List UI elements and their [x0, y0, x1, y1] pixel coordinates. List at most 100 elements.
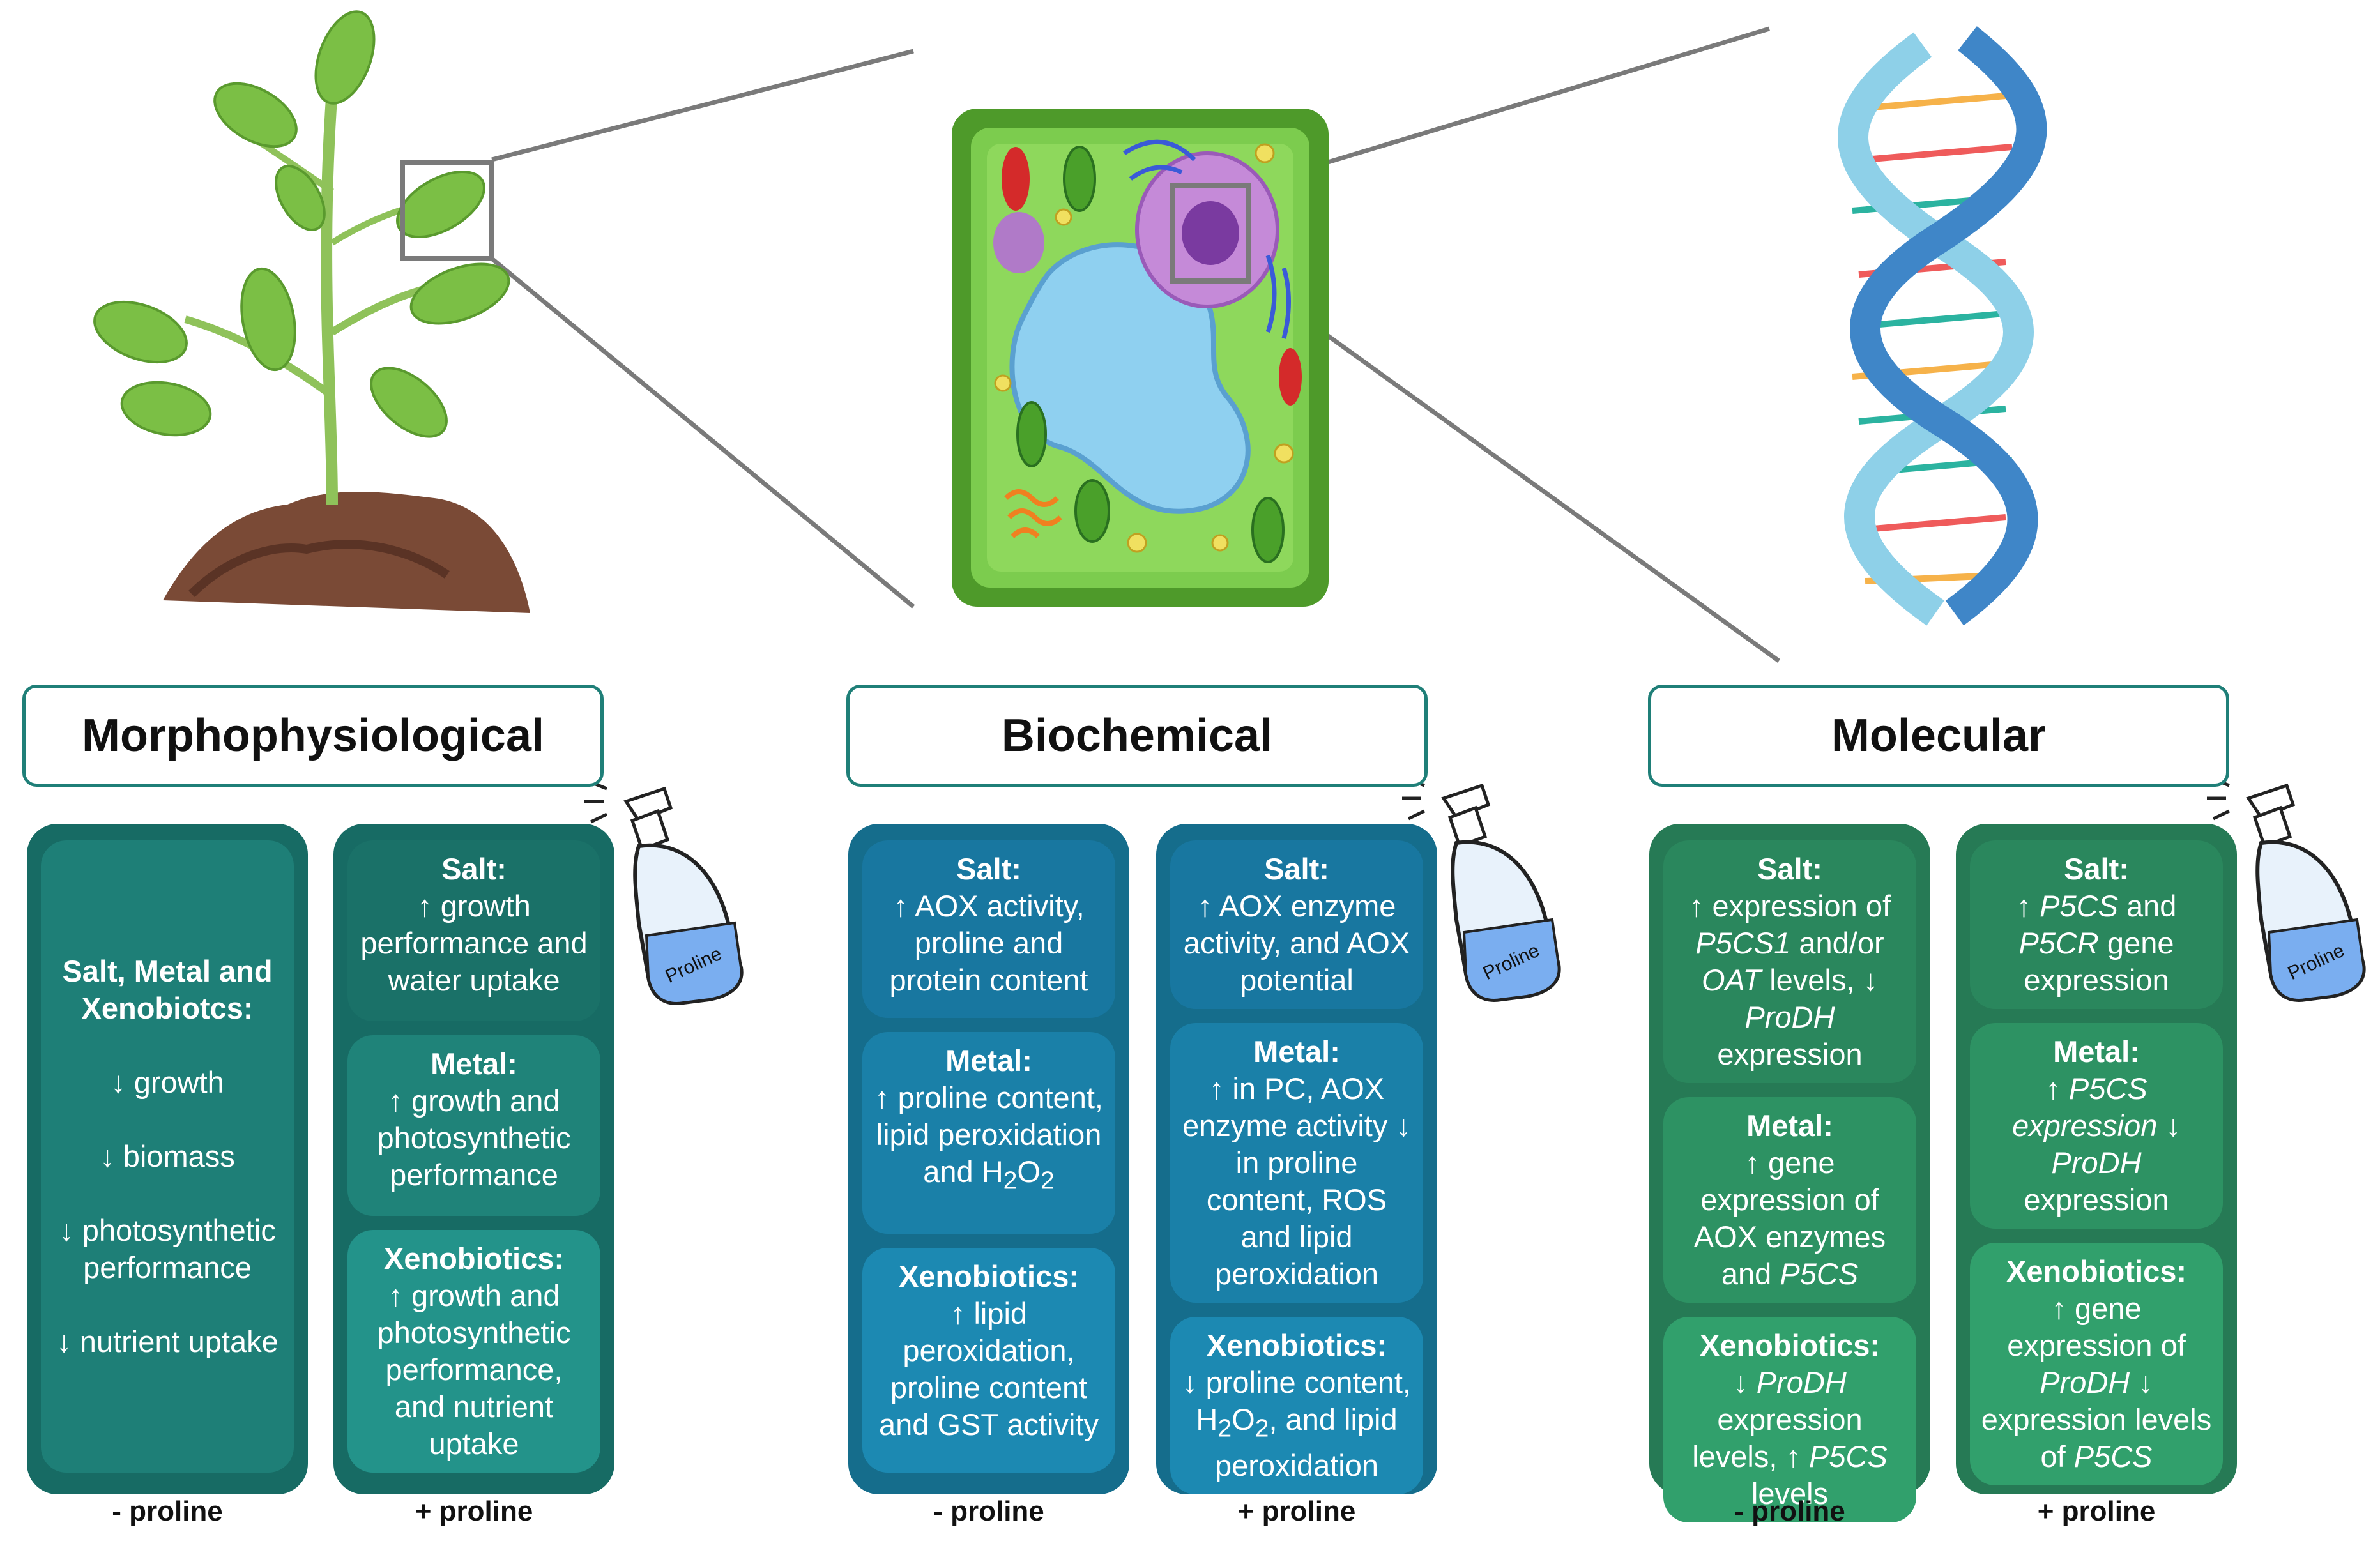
mol-minus-column: Salt: ↑ expression of P5CS1 and/or OAT l… [1649, 824, 1930, 1522]
box-title: Xenobiotics: [383, 1241, 565, 1275]
label-minus-proline: - proline [933, 1496, 1044, 1527]
box-text: expression levels, ↑ [1692, 1402, 1863, 1473]
spray-bottle-icon: Proline [584, 780, 744, 1005]
box-text: ↑ [2016, 889, 2040, 923]
box-text: ↑ AOX enzyme activity, and AOX potential [1183, 889, 1410, 997]
plant-illustration [93, 10, 530, 613]
box-text: levels [1751, 1476, 1829, 1510]
mol-plus-xenobiotics: Xenobiotics: ↑ gene expression of ProDH … [1970, 1243, 2223, 1485]
morpho-plus-xenobiotics: Xenobiotics: ↑ growth and photosynthetic… [347, 1230, 600, 1473]
zoom-lines [490, 26, 1781, 663]
morpho-minus-box: Salt, Metal and Xenobiotcs: ↓ growth ↓ b… [41, 840, 294, 1473]
box-text: ↑ [2045, 1072, 2069, 1105]
label-plus-proline: + proline [415, 1496, 533, 1527]
box-text: ↓ [1733, 1365, 1757, 1399]
box-title: Xenobiotics: [1699, 1328, 1880, 1362]
box-text: expression [1717, 1037, 1863, 1071]
box-title: Salt: [1264, 852, 1329, 886]
header-molecular: Molecular [1648, 685, 2229, 787]
gene-name: P5CS1 [1695, 926, 1791, 960]
morpho-minus-heading: Salt, Metal and Xenobiotcs: [62, 954, 273, 1025]
box-text: ↑ gene expression of AOX enzymes and [1693, 1146, 1886, 1291]
box-text: and/or [1790, 926, 1884, 960]
header-biochemical: Biochemical [846, 685, 1428, 787]
spray-bottle-icon: Proline [1402, 777, 1561, 1002]
mol-minus-metal: Metal: ↑ gene expression of AOX enzymes … [1663, 1097, 1916, 1303]
box-text: ↓ expression levels of [1981, 1365, 2212, 1473]
label-minus-proline: - proline [1734, 1496, 1845, 1527]
box-text: O [1017, 1155, 1041, 1189]
box-text: ↑ growth and photosynthetic performance,… [377, 1279, 571, 1461]
bio-minus-salt: Salt: ↑ AOX activity, proline and protei… [862, 840, 1115, 1019]
mol-minus-salt: Salt: ↑ expression of P5CS1 and/or OAT l… [1663, 840, 1916, 1083]
box-text: levels, ↓ [1761, 963, 1878, 997]
label-minus-proline: - proline [112, 1496, 223, 1527]
box-title: Salt: [2064, 852, 2129, 886]
box-text: ↓ [2157, 1109, 2181, 1142]
box-title: Xenobiotics: [898, 1259, 1079, 1293]
box-text: ↑ growth and photosynthetic performance [377, 1084, 571, 1192]
box-title: Salt: [1757, 852, 1822, 886]
mol-plus-metal: Metal: ↑ P5CS expression ↓ ProDH express… [1970, 1023, 2223, 1229]
box-text: ↑ in PC, AOX enzyme activity ↓ in prolin… [1182, 1072, 1411, 1291]
box-title: Metal: [945, 1043, 1032, 1078]
morpho-minus-item: ↓ growth [111, 1065, 224, 1099]
gene-name: ProDH [2040, 1365, 2130, 1399]
box-text: ↑ expression of [1688, 889, 1891, 923]
gene-name: P5CS expression [2012, 1072, 2158, 1142]
morpho-plus-metal: Metal: ↑ growth and photosynthetic perfo… [347, 1035, 600, 1216]
label-plus-proline: + proline [2037, 1496, 2156, 1527]
box-title: Metal: [2053, 1035, 2140, 1068]
gene-name: ProDH [1744, 1000, 1835, 1034]
box-title: Salt: [956, 852, 1021, 886]
box-text: ↑ growth performance and water uptake [360, 889, 588, 997]
morpho-minus-item: ↓ photosynthetic performance [59, 1213, 276, 1284]
bio-plus-salt: Salt: ↑ AOX enzyme activity, and AOX pot… [1170, 840, 1423, 1009]
gene-name: P5CR [2018, 926, 2099, 960]
gene-name: ProDH [2051, 1146, 2142, 1180]
subscript: 2 [1003, 1167, 1018, 1195]
morpho-minus-item: ↓ biomass [100, 1139, 235, 1173]
gene-name: P5CS [1780, 1257, 1859, 1291]
box-text: O [1232, 1402, 1255, 1436]
gene-name: OAT [1702, 963, 1762, 997]
plant-cell-illustration [952, 109, 1329, 607]
mol-plus-salt: Salt: ↑ P5CS and P5CR gene expression [1970, 840, 2223, 1009]
header-morphophysiological: Morphophysiological [22, 685, 604, 787]
box-text: ↑ AOX activity, proline and protein cont… [889, 889, 1088, 997]
box-title: Xenobiotics: [2006, 1254, 2187, 1288]
bio-minus-column: Salt: ↑ AOX activity, proline and protei… [848, 824, 1129, 1494]
box-title: Salt: [441, 852, 507, 886]
box-text: gene expression [2024, 926, 2174, 997]
box-text: ↑ gene expression of [2007, 1291, 2186, 1362]
box-text: ↑ proline content, lipid peroxidation an… [874, 1081, 1103, 1189]
mol-plus-column: Salt: ↑ P5CS and P5CR gene expression Me… [1956, 824, 2237, 1494]
gene-name: P5CS [1809, 1439, 1888, 1473]
bio-plus-xenobiotics: Xenobiotics: ↓ proline content, H2O2, an… [1170, 1317, 1423, 1495]
morpho-plus-salt: Salt: ↑ growth performance and water upt… [347, 840, 600, 1021]
box-text: , and lipid peroxidation [1214, 1402, 1398, 1483]
bio-plus-metal: Metal: ↑ in PC, AOX enzyme activity ↓ in… [1170, 1023, 1423, 1303]
gene-name: P5CS [2040, 889, 2118, 923]
morpho-minus-item: ↓ nutrient uptake [56, 1324, 278, 1358]
bio-minus-xenobiotics: Xenobiotics: ↑ lipid peroxidation, proli… [862, 1247, 1115, 1473]
bio-plus-column: Salt: ↑ AOX enzyme activity, and AOX pot… [1156, 824, 1437, 1495]
spray-bottle-icon: Proline [2207, 777, 2366, 1002]
box-text: ↑ lipid peroxidation, proline content an… [879, 1296, 1099, 1441]
subscript: 2 [1040, 1167, 1055, 1195]
mol-minus-xenobiotics: Xenobiotics: ↓ ProDH expression levels, … [1663, 1317, 1916, 1522]
box-text: and [2117, 889, 2177, 923]
gene-name: ProDH [1756, 1365, 1847, 1399]
subscript: 2 [1255, 1415, 1269, 1443]
box-title: Metal: [1746, 1109, 1833, 1142]
box-title: Metal: [431, 1047, 517, 1081]
gene-name: P5CS [2073, 1439, 2153, 1473]
subscript: 2 [1217, 1415, 1232, 1443]
box-title: Xenobiotics: [1206, 1328, 1387, 1362]
box-text: expression [2024, 1183, 2169, 1217]
bio-minus-metal: Metal: ↑ proline content, lipid peroxida… [862, 1032, 1115, 1234]
morpho-minus-column: Salt, Metal and Xenobiotcs: ↓ growth ↓ b… [27, 824, 308, 1494]
dna-helix-illustration [1838, 26, 2047, 626]
label-plus-proline: + proline [1237, 1496, 1356, 1527]
